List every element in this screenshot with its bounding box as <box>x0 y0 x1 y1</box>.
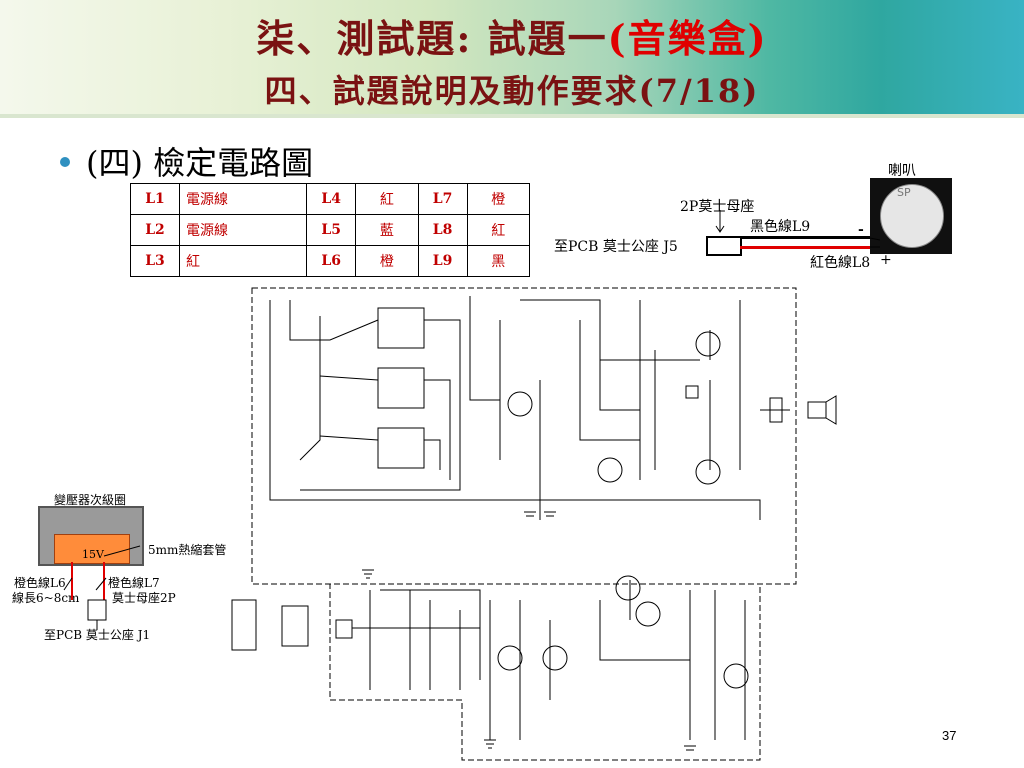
table-cell: L3 <box>130 245 180 277</box>
table-cell: 電源線 <box>178 183 308 215</box>
wire-length-label: 線長6~8cm <box>12 591 80 605</box>
minus-label: - <box>858 222 864 238</box>
bullet-icon <box>60 156 70 167</box>
tube-label: 5mm熱縮套管 <box>148 543 227 557</box>
table-cell: L9 <box>417 245 468 277</box>
black-wire-label: 黑色線L9 <box>750 219 811 235</box>
table-cell: 橙 <box>355 245 419 277</box>
pcb-j1-label: 至PCB 莫士公座 J1 <box>44 628 151 642</box>
table-row: L2 電源線 L5 藍 L8 紅 <box>130 214 531 246</box>
right-wire-label: 橙色線L7 <box>108 576 160 590</box>
title-prefix: 柒、測試題: 試題一 <box>256 16 608 61</box>
speaker-sp-label: SP <box>897 186 911 199</box>
slide-subtitle: 四、試題說明及動作要求(7/18) <box>264 72 760 110</box>
table-cell: 紅 <box>355 183 419 215</box>
table-cell: L2 <box>130 214 180 246</box>
slide-title: 柒、測試題: 試題一(音樂盒) <box>0 8 1024 63</box>
red-wire-label: 紅色線L8 <box>810 255 871 271</box>
table-cell: 藍 <box>355 214 419 246</box>
table-cell: L7 <box>417 183 468 215</box>
table-row: L3 紅 L6 橙 L9 黑 <box>130 245 531 277</box>
wire-legend-table: L1 電源線 L4 紅 L7 橙 L2 電源線 L5 藍 L8 紅 L3 紅 L… <box>130 183 531 277</box>
table-cell: 電源線 <box>178 214 308 246</box>
speaker-label: 喇叭 <box>888 163 916 179</box>
table-cell: L8 <box>417 214 468 246</box>
transformer-voltage: 15V <box>82 548 104 561</box>
red-wire <box>740 246 870 249</box>
table-cell: 紅 <box>178 245 308 277</box>
female-connector-label: 莫士母座2P <box>112 591 176 605</box>
black-wire <box>740 236 870 239</box>
title-red: (音樂盒) <box>607 16 768 61</box>
bullet-text: (四) 檢定電路圖 <box>86 144 314 182</box>
transformer-title: 變壓器次級圈 <box>54 493 127 507</box>
left-wire-label: 橙色線L6 <box>14 576 66 590</box>
table-row: L1 電源線 L4 紅 L7 橙 <box>130 183 531 215</box>
table-cell: 紅 <box>466 214 531 246</box>
table-cell: 橙 <box>466 183 531 215</box>
table-cell: L6 <box>306 245 357 277</box>
speaker-cone-icon <box>880 184 944 248</box>
page-number: 37 <box>942 728 957 743</box>
bullet-item: (四) 檢定電路圖 <box>60 138 313 184</box>
transformer-coil <box>54 534 130 564</box>
plus-label: + <box>880 252 892 268</box>
connector-label: 2P莫士母座 <box>680 199 755 215</box>
table-cell: L4 <box>306 183 357 215</box>
pcb-j5-label: 至PCB 莫士公座 J5 <box>554 239 678 255</box>
slide-header <box>0 0 1024 118</box>
table-cell: 黑 <box>466 245 531 277</box>
